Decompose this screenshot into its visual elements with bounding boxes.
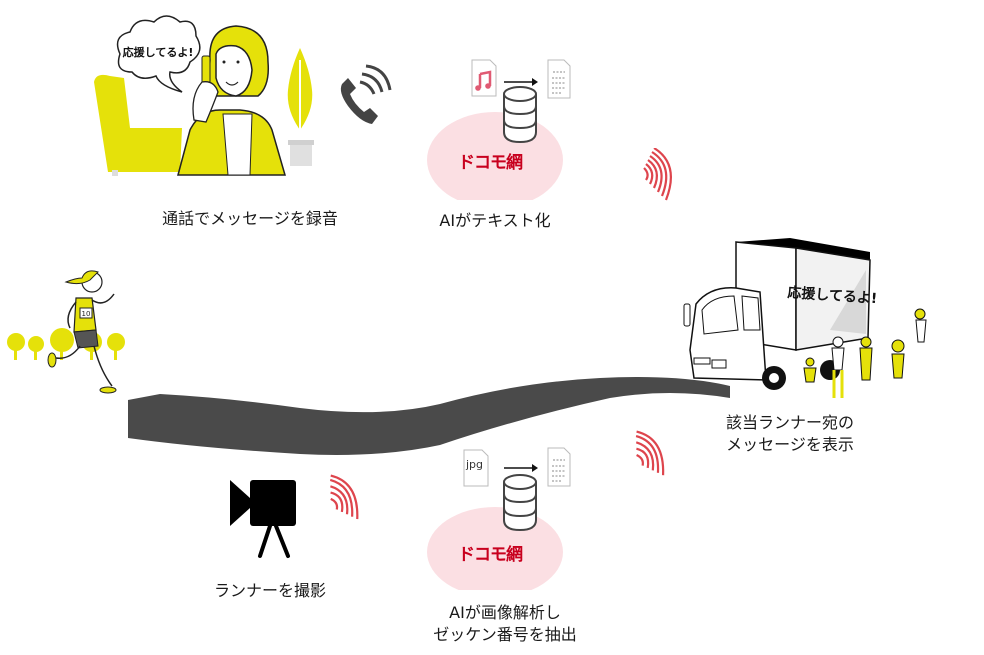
analyze-step: jpg ドコモ網 AIが画像解析し ゼッケン番号を抽出 <box>410 440 610 655</box>
display-caption-line1: 該当ランナー宛の <box>725 413 854 432</box>
phone-ringing-icon <box>340 64 392 124</box>
svg-text:応援してるよ!: 応援してるよ! <box>123 45 194 59</box>
text-document-icon <box>547 59 571 99</box>
transcribe-step: ドコモ網 AIがテキスト化 <box>410 50 610 240</box>
svg-text:jpg: jpg <box>465 458 483 471</box>
display-caption-line2: メッセージを表示 <box>726 435 854 454</box>
transcribe-graphic <box>427 59 571 200</box>
billboard-truck-illustration: 応援してるよ! <box>683 238 927 398</box>
record-caption: 通話でメッセージを録音 <box>162 209 338 228</box>
speech-bubble: 応援してるよ! <box>116 15 201 93</box>
runner-illustration: 10 <box>7 270 125 394</box>
arrow-right-icon <box>504 464 538 472</box>
arrow-right-icon <box>504 78 538 86</box>
signal-waves-bottom-left <box>329 474 359 520</box>
signal-waves-top <box>643 148 672 201</box>
analyze-graphic: jpg <box>427 447 571 590</box>
record-step: 応援してるよ! 通話でメッセージを録音 <box>90 0 410 240</box>
capture-step: ランナーを撮影 <box>190 470 370 610</box>
woman-on-phone-illustration: 応援してるよ! <box>94 15 392 176</box>
text-document-icon <box>547 447 571 487</box>
network-label: ドコモ網 <box>458 153 523 173</box>
runner-step: 10 <box>0 250 140 400</box>
display-step: 応援してるよ! 該当ランナー宛の メッセージを表示 <box>680 230 960 460</box>
capture-caption: ランナーを撮影 <box>213 581 326 600</box>
database-icon <box>503 474 537 532</box>
sofa-icon <box>94 74 182 176</box>
plant-icon <box>287 48 314 166</box>
video-camera-icon <box>230 480 296 558</box>
svg-text:10: 10 <box>82 310 91 318</box>
spectators-illustration <box>803 308 927 398</box>
analyze-caption-line1: AIが画像解析し <box>449 603 561 622</box>
network-label: ドコモ網 <box>458 545 523 565</box>
jpg-file-icon: jpg <box>463 449 489 487</box>
music-file-icon <box>471 59 497 97</box>
signal-waves-bottom-right <box>635 430 665 476</box>
svg-text:応援してるよ!: 応援してるよ! <box>787 284 878 307</box>
database-icon <box>503 86 537 144</box>
trees-icon <box>7 328 125 360</box>
analyze-caption-line2: ゼッケン番号を抽出 <box>433 625 577 644</box>
transcribe-caption: AIがテキスト化 <box>439 211 551 230</box>
